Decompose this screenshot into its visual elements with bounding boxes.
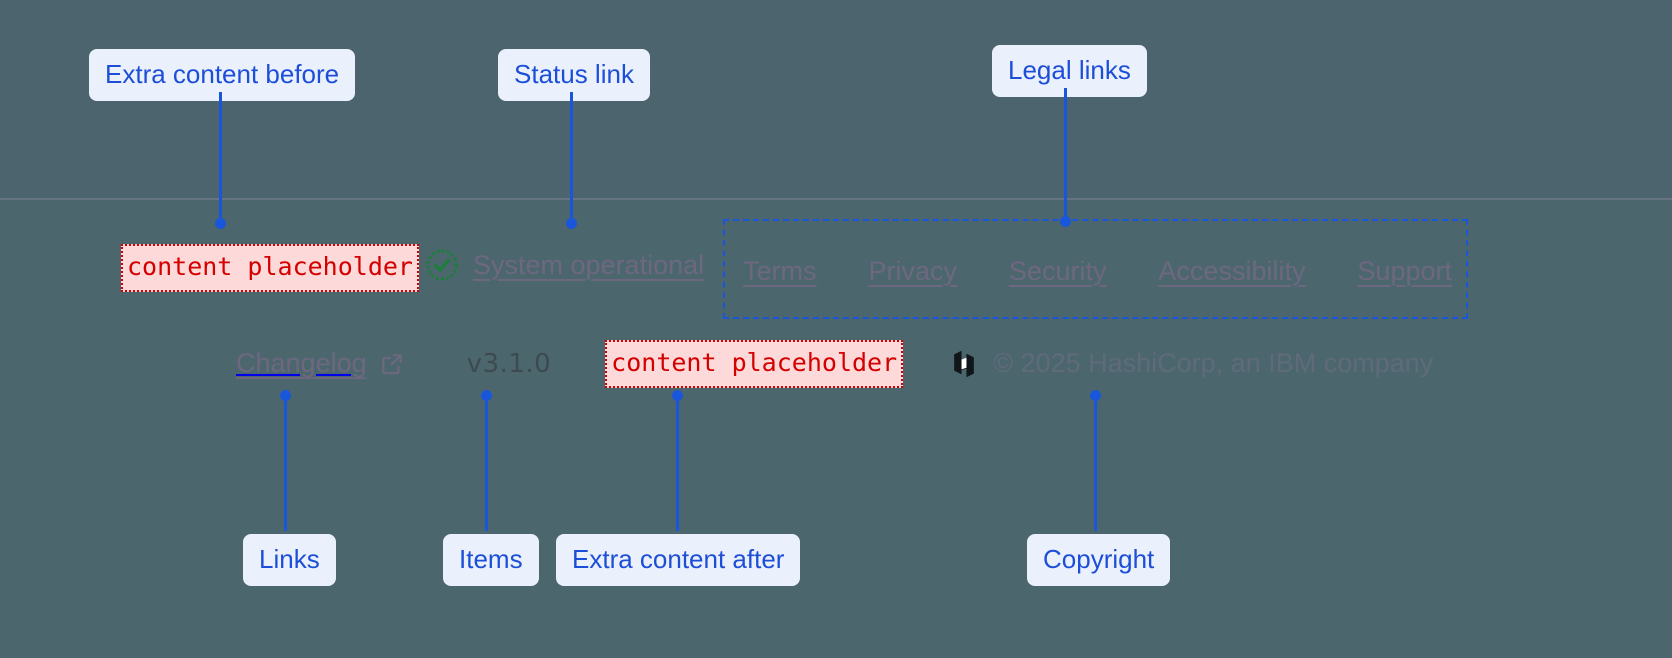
footer-secondary-row: Changelog v3.1.0 content placeholder © 2… — [236, 340, 1433, 388]
version-label: v3.1.0 — [466, 348, 552, 379]
callout-status-link: Status link — [498, 49, 650, 101]
copyright-text: © 2025 HashiCorp, an IBM company — [993, 348, 1434, 379]
legal-link-terms[interactable]: Terms — [743, 255, 817, 286]
leader-dot-extra-content-before — [215, 218, 226, 229]
check-circle-icon — [425, 248, 473, 282]
leader-dot-extra-content-after — [672, 390, 683, 401]
legal-links-region: Terms Privacy Security Accessibility Sup… — [723, 219, 1468, 319]
content-placeholder-after: content placeholder — [605, 340, 904, 388]
leader-line-status-link — [570, 92, 573, 222]
content-placeholder-before: content placeholder — [121, 244, 419, 292]
hashicorp-logo-icon — [949, 348, 979, 380]
external-link-icon — [367, 351, 405, 377]
callout-copyright: Copyright — [1027, 534, 1171, 586]
section-divider — [0, 198, 1672, 200]
leader-line-extra-content-after — [676, 396, 679, 531]
changelog-link-label[interactable]: Changelog — [236, 348, 367, 379]
callout-items: Items — [443, 534, 539, 586]
leader-line-items — [485, 396, 488, 531]
leader-dot-links — [280, 390, 291, 401]
leader-line-copyright — [1094, 396, 1097, 531]
footer-slot-before: content placeholder — [121, 244, 419, 292]
callout-extra-content-after: Extra content after — [556, 534, 801, 586]
leader-line-legal-links — [1064, 88, 1067, 221]
status-link-label[interactable]: System operational — [473, 249, 705, 280]
legal-link-support[interactable]: Support — [1357, 255, 1452, 286]
legal-link-privacy[interactable]: Privacy — [868, 255, 957, 286]
leader-dot-items — [481, 390, 492, 401]
callout-links: Links — [243, 534, 336, 586]
leader-line-links — [284, 396, 287, 531]
leader-dot-copyright — [1090, 390, 1101, 401]
callout-extra-content-before: Extra content before — [89, 49, 356, 101]
callout-legal-links: Legal links — [992, 45, 1147, 97]
legal-link-accessibility[interactable]: Accessibility — [1158, 255, 1306, 286]
leader-dot-legal-links — [1060, 216, 1071, 227]
leader-line-extra-content-before — [219, 92, 222, 222]
leader-dot-status-link — [566, 218, 577, 229]
status-link[interactable]: System operational — [425, 248, 704, 282]
legal-link-security[interactable]: Security — [1008, 255, 1107, 286]
changelog-link[interactable]: Changelog — [236, 348, 405, 379]
legal-links-list: Terms Privacy Security Accessibility Sup… — [725, 221, 1470, 321]
